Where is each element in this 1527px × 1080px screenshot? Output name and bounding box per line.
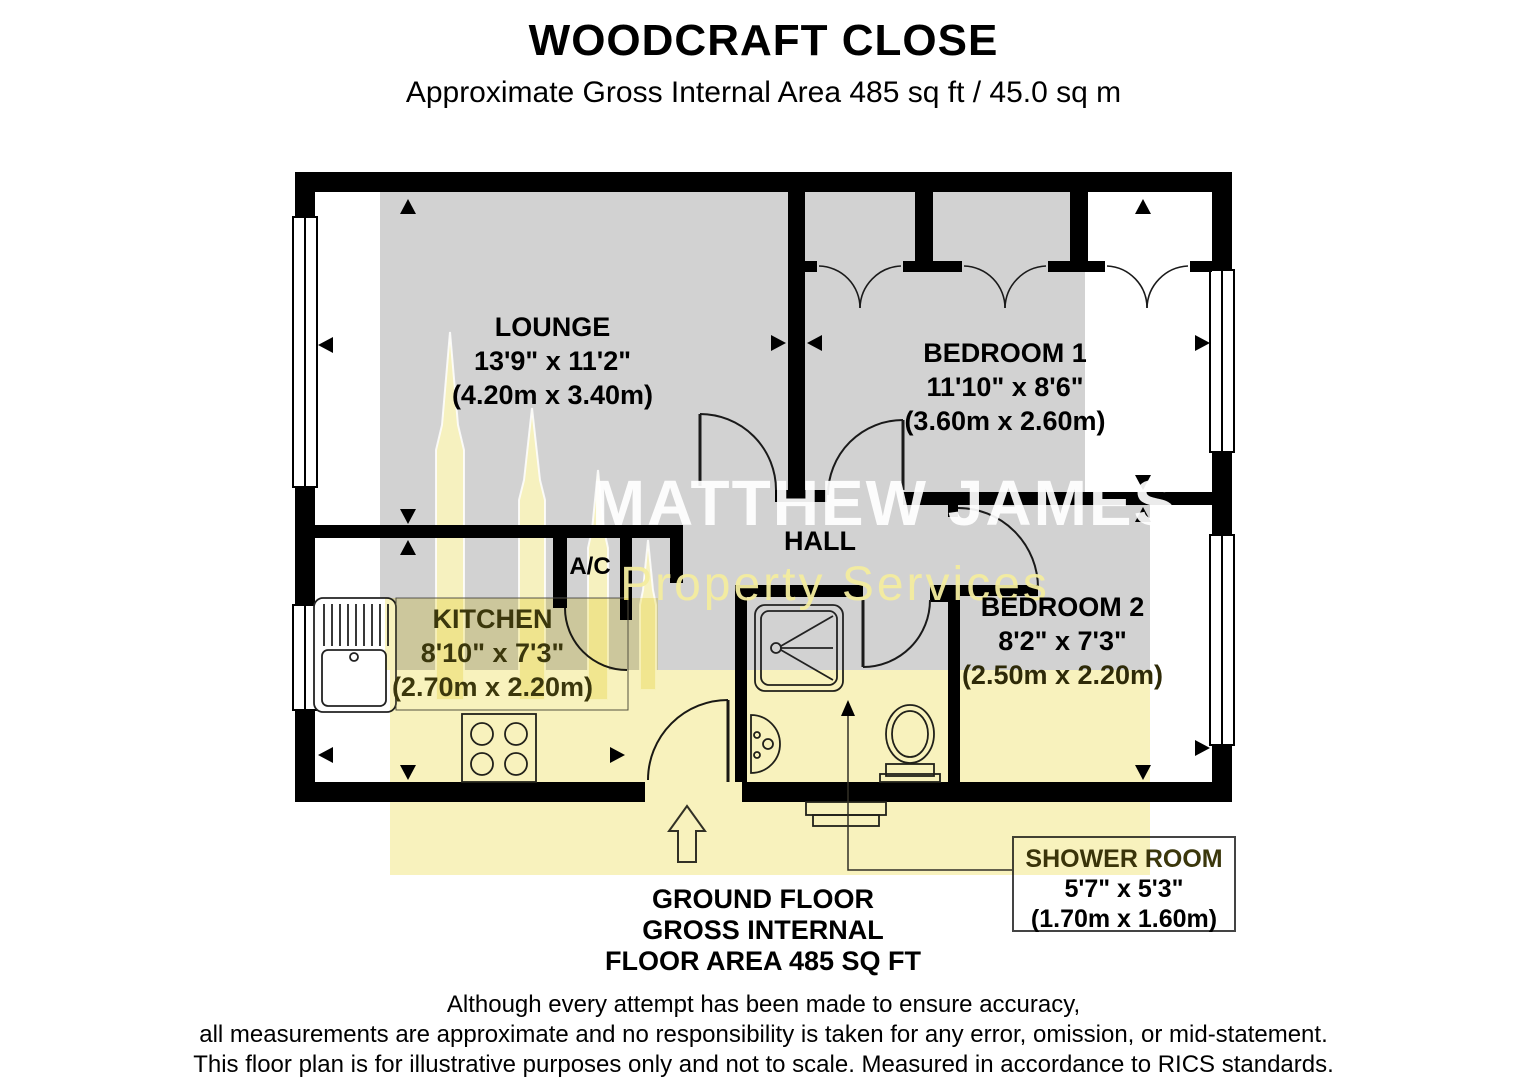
disclaimer-line: This floor plan is for illustrative purp… xyxy=(193,1051,1334,1078)
measure-arrow-icon xyxy=(1135,199,1151,214)
measure-arrow-icon xyxy=(807,335,822,351)
area-summary-line: GROSS INTERNAL xyxy=(642,915,884,945)
room-name: SHOWER ROOM xyxy=(1025,845,1223,873)
room-dims-imperial: 13'9" x 11'2" xyxy=(473,346,632,376)
measure-arrow-icon xyxy=(400,765,416,780)
room-name: LOUNGE xyxy=(494,312,611,342)
room-dims-imperial: 11'10" x 8'6" xyxy=(926,372,1084,402)
measure-arrow-icon xyxy=(400,509,416,524)
room-name: KITCHEN xyxy=(432,604,553,634)
measure-arrow-icon xyxy=(400,540,416,555)
toilet xyxy=(879,704,941,783)
door-bedroom2 xyxy=(957,507,1039,589)
measure-arrow-icon xyxy=(1135,507,1151,522)
area-summary: GROUND FLOOR GROSS INTERNAL FLOOR AREA 4… xyxy=(563,884,963,977)
area-summary-line: GROUND FLOOR xyxy=(652,884,874,914)
room-label-kitchen: KITCHEN 8'10" x 7'3" (2.70m x 2.20m) xyxy=(385,602,600,704)
page-subtitle: Approximate Gross Internal Area 485 sq f… xyxy=(405,76,1122,109)
room-dims-metric: (1.70m x 1.60m) xyxy=(1030,905,1218,933)
kitchen-sink xyxy=(313,597,397,713)
door-entrance xyxy=(647,699,730,782)
measure-arrow-icon xyxy=(610,747,625,763)
wash-basin xyxy=(750,714,781,774)
measure-arrow-icon xyxy=(1135,475,1151,490)
entrance-arrow-icon xyxy=(667,804,707,863)
room-label-hall: HALL xyxy=(784,526,856,556)
room-label-lounge: LOUNGE 13'9" x 11'2" (4.20m x 3.40m) xyxy=(430,310,675,412)
measure-arrow-icon xyxy=(318,747,333,763)
entrance-steps xyxy=(805,801,887,827)
disclaimer: Although every attempt has been made to … xyxy=(0,990,1527,1080)
watermark-line1: MATTHEW JAMES xyxy=(592,467,1179,539)
room-dims-metric: (2.50m x 2.20m) xyxy=(961,660,1164,690)
room-dims-metric: (2.70m x 2.20m) xyxy=(391,672,594,702)
shower-room-callout: SHOWER ROOM 5'7" x 5'3" (1.70m x 1.60m) xyxy=(1012,836,1236,933)
page-title: WOODCRAFT CLOSE xyxy=(528,16,999,65)
room-dims-imperial: 5'7" x 5'3" xyxy=(1064,875,1184,903)
room-dims-imperial: 8'2" x 7'3" xyxy=(998,626,1127,656)
measure-arrow-icon xyxy=(1135,765,1151,780)
closet-doors-bedroom1 xyxy=(818,265,1189,309)
room-label-ac: A/C xyxy=(569,553,611,580)
measure-arrow-icon xyxy=(1195,335,1210,351)
room-name: BEDROOM 2 xyxy=(980,592,1145,622)
room-name: BEDROOM 1 xyxy=(923,338,1087,368)
room-dims-imperial: 8'10" x 7'3" xyxy=(420,638,565,668)
kitchen-hob xyxy=(461,713,537,783)
door-bedroom1 xyxy=(827,419,905,496)
disclaimer-line: all measurements are approximate and no … xyxy=(199,1021,1328,1048)
measure-arrow-icon xyxy=(1195,740,1210,756)
room-dims-metric: (3.60m x 2.60m) xyxy=(904,406,1106,436)
door-lounge xyxy=(698,413,777,491)
measure-arrow-icon xyxy=(771,335,786,351)
room-dims-metric: (4.20m x 3.40m) xyxy=(451,380,654,410)
disclaimer-line: Although every attempt has been made to … xyxy=(446,991,1081,1018)
measure-arrow-icon xyxy=(400,199,416,214)
room-label-bedroom1: BEDROOM 1 11'10" x 8'6" (3.60m x 2.60m) xyxy=(880,336,1130,438)
measure-arrow-icon xyxy=(318,337,333,353)
area-summary-line: FLOOR AREA 485 SQ FT xyxy=(604,946,922,976)
room-label-bedroom2: BEDROOM 2 8'2" x 7'3" (2.50m x 2.20m) xyxy=(940,590,1185,692)
